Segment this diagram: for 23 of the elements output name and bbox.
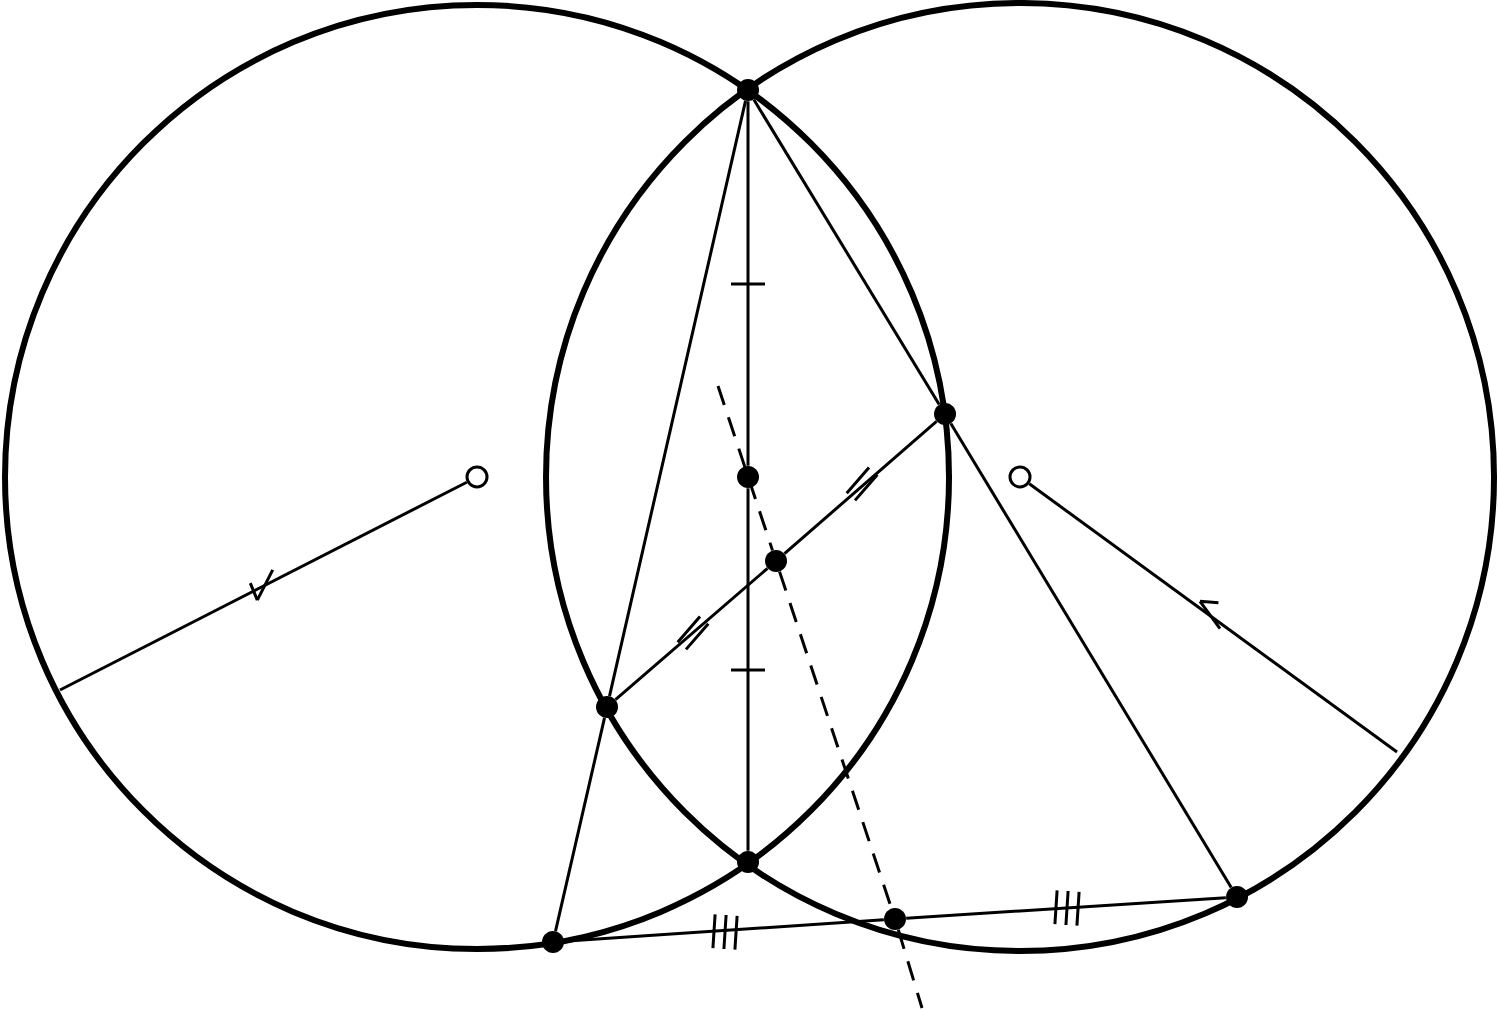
point-dot (765, 550, 787, 572)
line-segment (1028, 482, 1398, 754)
line-segment (608, 100, 747, 697)
center-point (465, 465, 489, 489)
point-dot (596, 696, 618, 718)
line-segment (746, 101, 750, 466)
center-point (1008, 465, 1032, 489)
line-segment (746, 488, 750, 851)
line-segment (752, 98, 941, 406)
point-dot (737, 466, 759, 488)
line-segment (564, 918, 884, 943)
line-segment (59, 480, 468, 692)
point-dot (1226, 886, 1248, 908)
line-segment (614, 567, 769, 701)
point-dot (884, 908, 906, 930)
point-dot (934, 403, 956, 425)
line-segment (783, 420, 938, 555)
line-segment (554, 717, 606, 932)
point-dot (737, 851, 759, 873)
line-segment (949, 422, 1233, 889)
point-dot (542, 931, 564, 953)
line-segment (906, 896, 1226, 920)
point-dot (737, 79, 759, 101)
